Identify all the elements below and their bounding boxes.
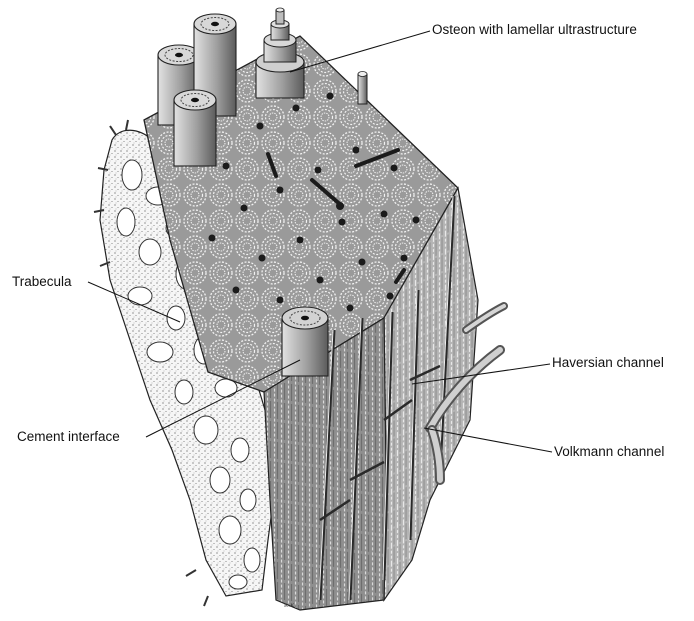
artist-signature: R.K.: [284, 603, 297, 609]
label-volkmann-channel: Volkmann channel: [554, 444, 664, 460]
label-cement-interface: Cement interface: [17, 429, 120, 445]
label-haversian-channel: Haversian channel: [552, 355, 664, 371]
label-osteon: Osteon with lamellar ultrastructure: [432, 22, 637, 38]
label-trabecula: Trabecula: [12, 274, 72, 290]
